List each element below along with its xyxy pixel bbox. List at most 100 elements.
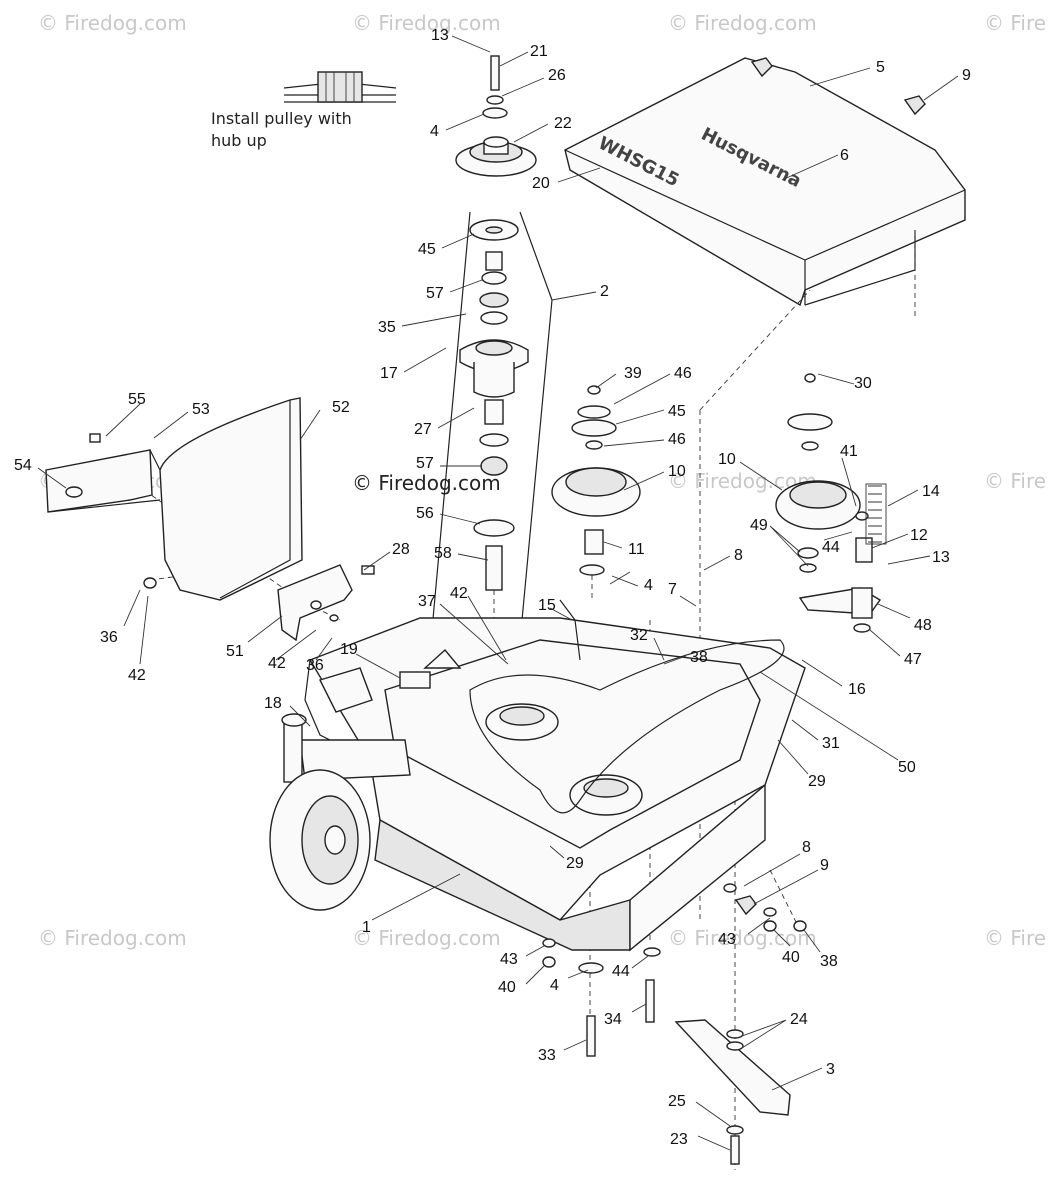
callout-label: 46: [674, 365, 692, 382]
bottom-hardware: [542, 883, 807, 1057]
callout-label: 53: [192, 401, 210, 418]
callout-label: 20: [532, 175, 550, 192]
discharge-chute: [45, 397, 303, 601]
callout-label: 8: [734, 547, 743, 564]
callout-label: 39: [624, 365, 642, 382]
callout-label: 3: [826, 1061, 835, 1078]
top-pulley-stack: [455, 55, 537, 177]
callout-label: 55: [128, 391, 146, 408]
pulley-hub-up-icon: [283, 71, 397, 103]
callout-label: 4: [550, 977, 559, 994]
callout-label: 40: [782, 949, 800, 966]
install-note: Install pulley with hub up: [211, 71, 397, 150]
watermark: © Firedog.com: [668, 926, 817, 950]
callout-label: 42: [450, 585, 468, 602]
callout-label: 46: [668, 431, 686, 448]
callout-label: 34: [604, 1011, 622, 1028]
watermark: © Firedog.com: [352, 926, 501, 950]
callout-label: 38: [690, 649, 708, 666]
callout-label: 41: [840, 443, 858, 460]
callout-label: 9: [962, 67, 971, 84]
callout-label: 49: [750, 517, 768, 534]
callout-label: 4: [430, 123, 439, 140]
callout-label: 25: [668, 1093, 686, 1110]
callout-label: 56: [416, 505, 434, 522]
callout-label: 36: [100, 629, 118, 646]
callout-label: 15: [538, 597, 556, 614]
caster-wheel: [269, 667, 411, 911]
callout-label: 35: [378, 319, 396, 336]
callout-label: 42: [268, 655, 286, 672]
callout-label: 43: [500, 951, 518, 968]
callout-label: 22: [554, 115, 572, 132]
callout-label: 30: [854, 375, 872, 392]
callout-label: 5: [876, 59, 885, 76]
callout-label: 45: [418, 241, 436, 258]
callout-label: 52: [332, 399, 350, 416]
callout-label: 13: [431, 27, 449, 44]
callout-label: 29: [808, 773, 826, 790]
callout-label: 38: [820, 953, 838, 970]
chute-bracket: [277, 564, 375, 642]
callout-label: 40: [498, 979, 516, 996]
install-note-line1: Install pulley with: [211, 109, 352, 128]
callout-label: 51: [226, 643, 244, 660]
watermark: © Firedog.com: [668, 11, 817, 35]
watermark: © Firedog.com: [352, 11, 501, 35]
callout-label: 58: [434, 545, 452, 562]
callout-label: 44: [822, 539, 840, 556]
callout-label: 19: [340, 641, 358, 658]
install-note-line2: hub up: [211, 131, 267, 150]
callout-label: 28: [392, 541, 410, 558]
callout-label: 21: [530, 43, 548, 60]
callout-label: 37: [418, 593, 436, 610]
spindle-stack: [459, 219, 529, 620]
callout-label: 11: [628, 541, 645, 558]
callout-label: 9: [820, 857, 829, 874]
idler-pulley-center: [551, 385, 641, 600]
callout-label: 54: [14, 457, 32, 474]
callout-label: 27: [414, 421, 432, 438]
callout-label: 10: [718, 451, 736, 468]
callout-label: 32: [630, 627, 648, 644]
callout-label: 36: [306, 657, 324, 674]
callout-label: 26: [548, 67, 566, 84]
callout-label: 16: [848, 681, 866, 698]
callout-label: 7: [668, 581, 677, 598]
mower-deck: [304, 599, 806, 952]
callout-label: 23: [670, 1131, 688, 1148]
callout-label: 10: [668, 463, 686, 480]
callout-label: 43: [718, 931, 736, 948]
watermark: © Firedog.com: [38, 11, 187, 35]
callout-label: 12: [910, 527, 928, 544]
belt-cover: Husqvarna WHSG15: [564, 57, 966, 307]
callout-label: 4: [644, 577, 653, 594]
callout-label: 14: [922, 483, 940, 500]
callout-label: 45: [668, 403, 686, 420]
callout-label: 31: [822, 735, 840, 752]
watermark: © Firedog.com: [38, 926, 187, 950]
watermark-main: © Firedog.com: [352, 471, 501, 495]
callout-label: 6: [840, 147, 849, 164]
callout-label: 50: [898, 759, 916, 776]
callout-label: 42: [128, 667, 146, 684]
leader-lines: [37, 35, 959, 1151]
idler-arm-assembly: [775, 373, 887, 633]
callout-label: 29: [566, 855, 584, 872]
callout-numbers: 13 21 26 4 22 20 5 9 6 45 2 57 35 17 27 …: [14, 27, 971, 1148]
watermark: © Fire: [984, 926, 1046, 950]
watermark: © Fire: [984, 469, 1046, 493]
callout-label: 24: [790, 1011, 808, 1028]
callout-label: 2: [600, 283, 609, 300]
callout-label: 8: [802, 839, 811, 856]
callout-label: 33: [538, 1047, 556, 1064]
callout-label: 57: [426, 285, 444, 302]
watermark: © Fire: [984, 11, 1046, 35]
callout-label: 48: [914, 617, 932, 634]
callout-label: 44: [612, 963, 630, 980]
callout-label: 17: [380, 365, 398, 382]
callout-label: 1: [362, 919, 371, 936]
callout-label: 57: [416, 455, 434, 472]
callout-label: 18: [264, 695, 282, 712]
